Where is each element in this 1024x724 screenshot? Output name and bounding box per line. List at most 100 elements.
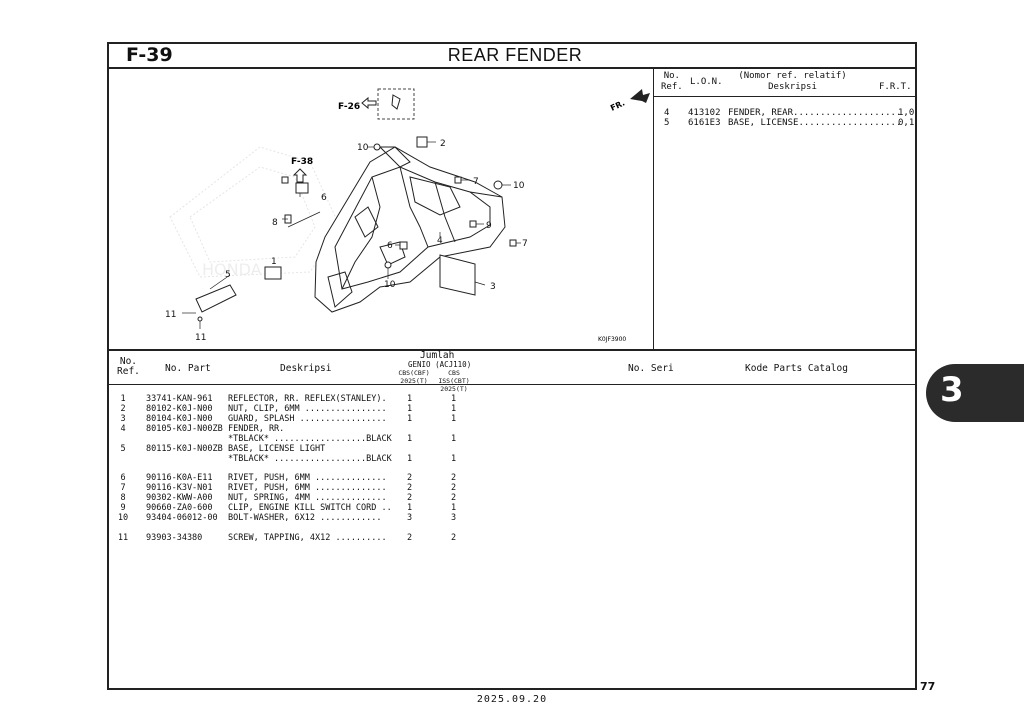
parts-row-qty-cbs-iss: 1 bbox=[451, 414, 457, 424]
parts-row-desc: *TBLACK* ..................BLACK bbox=[228, 454, 392, 464]
small-parts bbox=[195, 136, 517, 322]
parts-header-no: No. Ref. bbox=[117, 357, 140, 377]
callout-5: 5 bbox=[225, 270, 231, 280]
page-code: F-39 bbox=[126, 44, 173, 66]
ref-header-lon: L.O.N. bbox=[690, 77, 723, 87]
callout-6a: 6 bbox=[321, 193, 327, 203]
parts-row-part-number: 90116-K0A-E11 bbox=[146, 473, 213, 483]
parts-row-desc: RIVET, PUSH, 6MM .............. bbox=[228, 483, 387, 493]
parts-row-qty-cbs-iss: 2 bbox=[451, 493, 457, 503]
parts-row-qty-cbs: 1 bbox=[407, 454, 413, 464]
diagram-ref-divider bbox=[653, 67, 654, 349]
parts-header-no-line1: No. bbox=[119, 356, 138, 367]
parts-row-part-number: 80104-K0J-N00 bbox=[146, 414, 213, 424]
parts-row-desc: NUT, SPRING, 4MM .............. bbox=[228, 493, 387, 503]
parts-row-qty-cbs: 3 bbox=[407, 513, 413, 523]
parts-row-part-number: 90660-ZA0-600 bbox=[146, 503, 213, 513]
parts-row-part-number: 90116-K3V-N01 bbox=[146, 483, 213, 493]
parts-row-desc: GUARD, SPLASH ................. bbox=[228, 414, 387, 424]
parts-row-qty-cbs-iss: 1 bbox=[451, 503, 457, 513]
parts-row-ref: 10 bbox=[117, 513, 129, 523]
parts-row-desc: NUT, CLIP, 6MM ................ bbox=[228, 404, 387, 414]
parts-header-col2-line1: CBS ISS(CBT) bbox=[438, 369, 470, 385]
parts-row-qty-cbs-iss: 1 bbox=[451, 454, 457, 464]
callout-1: 1 bbox=[271, 257, 277, 267]
parts-row-desc: REFLECTOR, RR. REFLEX(STANLEY). bbox=[228, 394, 387, 404]
callout-6b: 6 bbox=[387, 241, 393, 251]
ref-f26: F-26 bbox=[338, 102, 360, 112]
parts-row-ref: 3 bbox=[120, 414, 126, 424]
parts-row-desc: *TBLACK* ..................BLACK bbox=[228, 434, 392, 444]
parts-header-jumlah: Jumlah bbox=[420, 350, 455, 361]
parts-header-col1: CBS(CBF) 2025(T) bbox=[396, 369, 432, 385]
watermark-logo: HONDA bbox=[169, 146, 341, 279]
parts-row-part-number: 93903-34380 bbox=[146, 533, 203, 543]
svg-text:HONDA: HONDA bbox=[202, 260, 262, 279]
parts-header-desc: Deskripsi bbox=[280, 363, 332, 374]
ref-header-divider bbox=[654, 96, 916, 97]
exploded-parts-diagram: HONDA bbox=[165, 88, 650, 343]
ref-f38: F-38 bbox=[291, 157, 313, 167]
page-title: REAR FENDER bbox=[447, 45, 583, 65]
callout-4: 4 bbox=[437, 236, 443, 246]
parts-header-col1-line2: 2025(T) bbox=[400, 377, 428, 385]
parts-row-part-number: 80102-K0J-N00 bbox=[146, 404, 213, 414]
parts-row-qty-cbs: 2 bbox=[407, 533, 413, 543]
parts-row-desc: BOLT-WASHER, 6X12 ............ bbox=[228, 513, 382, 523]
leader-lines bbox=[182, 141, 521, 329]
parts-header-catalog: Kode Parts Catalog bbox=[745, 363, 848, 374]
callout-2: 2 bbox=[440, 139, 446, 149]
footer-date: 2025.09.20 bbox=[476, 694, 548, 705]
diagram-code: K0JF3900 bbox=[598, 336, 626, 343]
title-divider bbox=[108, 67, 916, 69]
callout-7a: 7 bbox=[473, 177, 479, 187]
ref-header-desc: (Nomor ref. relatif) Deskripsi bbox=[730, 71, 855, 93]
parts-row-desc: RIVET, PUSH, 6MM .............. bbox=[228, 473, 387, 483]
parts-header-col2-line2: 2025(T) bbox=[440, 385, 468, 393]
parts-row-part-number: 33741-KAN-961 bbox=[146, 394, 213, 404]
parts-header-col2: CBS ISS(CBT) 2025(T) bbox=[432, 369, 476, 393]
parts-row-ref: 9 bbox=[120, 503, 126, 513]
parts-header-model: GENIO (ACJ110) bbox=[408, 360, 472, 369]
callout-11a: 11 bbox=[165, 310, 176, 320]
ref-row-ref: 5 bbox=[664, 118, 670, 128]
callout-8: 8 bbox=[272, 218, 278, 228]
parts-row-part-number: 80115-K0J-N00ZB bbox=[146, 444, 223, 454]
parts-row-ref: 1 bbox=[120, 394, 126, 404]
parts-row-qty-cbs-iss: 2 bbox=[451, 473, 457, 483]
parts-row-desc: FENDER, RR. bbox=[228, 424, 285, 434]
callout-7b: 7 bbox=[522, 239, 528, 249]
parts-row-qty-cbs: 1 bbox=[407, 394, 413, 404]
parts-row-desc: CLIP, ENGINE KILL SWITCH CORD .. bbox=[228, 503, 392, 513]
parts-row-qty-cbs-iss: 2 bbox=[451, 483, 457, 493]
section-tab-label: 3 bbox=[940, 370, 964, 410]
ref-header-no-line1: No. bbox=[663, 71, 680, 81]
callout-10a: 10 bbox=[357, 143, 369, 153]
parts-row-qty-cbs-iss: 2 bbox=[451, 533, 457, 543]
ref-row-lon: 413102 bbox=[688, 108, 721, 118]
callout-9: 9 bbox=[486, 221, 492, 231]
parts-row-qty-cbs: 2 bbox=[407, 473, 413, 483]
ref-row-frt: 1,0 bbox=[898, 108, 915, 118]
diagram-divider bbox=[108, 349, 916, 351]
parts-row-qty-cbs-iss: 1 bbox=[451, 394, 457, 404]
ref-row-desc: FENDER, REAR.................... bbox=[728, 108, 902, 118]
parts-row-qty-cbs-iss: 3 bbox=[451, 513, 457, 523]
parts-row-desc: BASE, LICENSE LIGHT bbox=[228, 444, 326, 454]
ref-row-lon: 6161E3 bbox=[688, 118, 721, 128]
ref-header-desc-line2: Deskripsi bbox=[768, 82, 817, 92]
parts-header-col1-line1: CBS(CBF) bbox=[398, 369, 430, 377]
parts-row-qty-cbs: 2 bbox=[407, 493, 413, 503]
callout-10b: 10 bbox=[513, 181, 525, 191]
parts-row-part-number: 93404-06012-00 bbox=[146, 513, 218, 523]
front-indicator: FR. bbox=[609, 98, 626, 112]
section-tab: 3 bbox=[926, 364, 1024, 422]
page-frame bbox=[107, 42, 917, 690]
parts-row-part-number: 90302-KWW-A00 bbox=[146, 493, 213, 503]
rear-fender-drawing bbox=[314, 146, 506, 313]
parts-row-qty-cbs: 1 bbox=[407, 434, 413, 444]
ref-header-frt: F.R.T. bbox=[879, 82, 912, 92]
ref-row-desc: BASE, LICENSE................... bbox=[728, 118, 902, 128]
callout-10c: 10 bbox=[384, 280, 396, 290]
parts-row-ref: 5 bbox=[120, 444, 126, 454]
